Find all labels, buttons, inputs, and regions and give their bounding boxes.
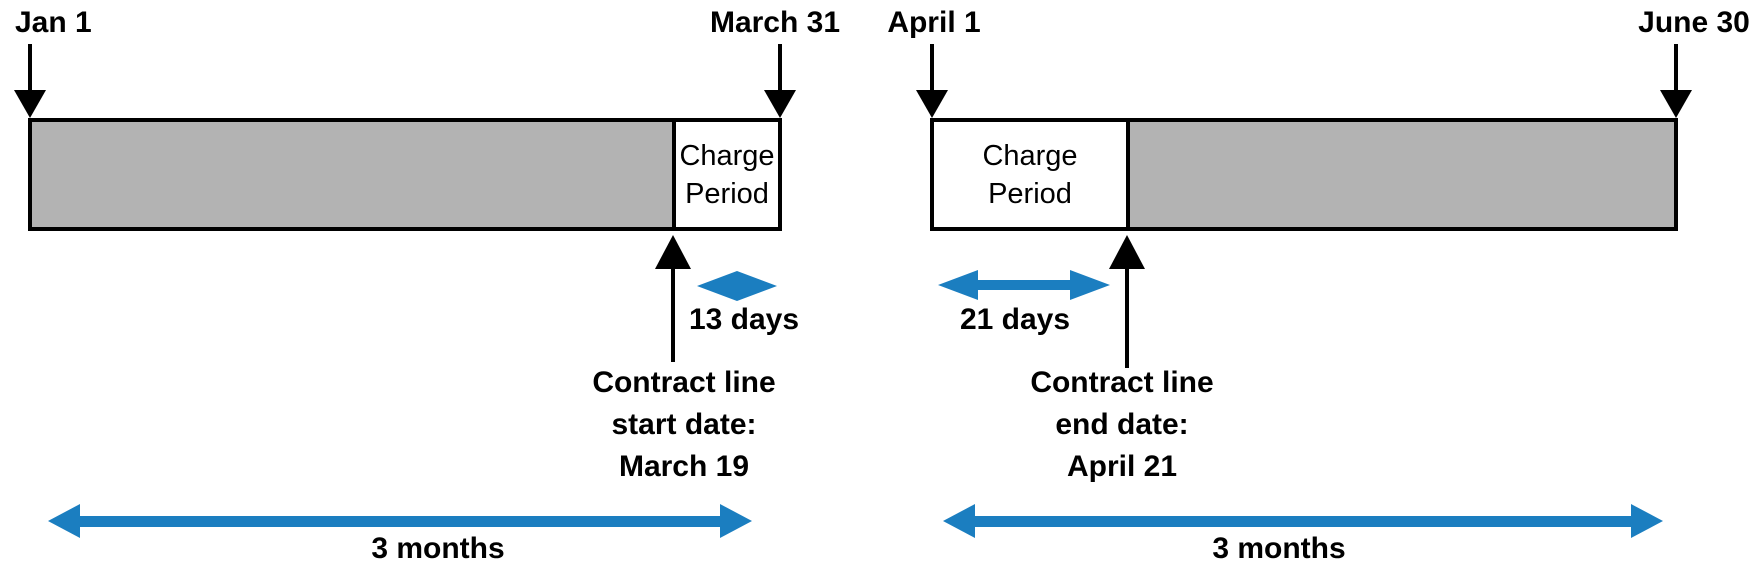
period-start-arrow-icon (916, 44, 948, 118)
arrow-head (655, 235, 691, 269)
arrow-stem (778, 44, 782, 90)
period-end-arrow-icon (764, 44, 796, 118)
arrow-head (1660, 90, 1692, 118)
total-duration-arrow-icon (943, 504, 1663, 538)
arrow-stem (1125, 269, 1129, 368)
arrow-head-right (1070, 270, 1110, 300)
segment-divider (1126, 122, 1130, 227)
arrow-shaft (978, 280, 1070, 290)
arrow-shaft (975, 515, 1631, 527)
contract-date-annotation: Contract line start date: March 19 (592, 366, 776, 483)
period-end-arrow-icon (1660, 44, 1692, 118)
period-bar: Charge Period (28, 118, 782, 231)
arrow-head-right (737, 271, 777, 301)
arrow-head (1109, 235, 1145, 269)
period-start-date-label: April 1 (887, 6, 981, 39)
non-charge-segment (32, 122, 672, 227)
charge-duration-label: 13 days (688, 303, 800, 336)
charge-period-segment: Charge Period (676, 122, 778, 227)
arrow-head-left (938, 270, 978, 300)
arrow-head-left (943, 504, 975, 538)
contract-start-pointer-icon (655, 235, 691, 362)
total-duration-arrow-icon (48, 504, 752, 538)
charge-duration-arrow-icon (938, 270, 1110, 300)
period-end-date-label: March 31 (709, 6, 841, 39)
contract-date-annotation: Contract line end date: April 21 (1030, 366, 1214, 483)
arrow-shaft (80, 515, 720, 527)
arrow-stem (28, 44, 32, 90)
arrow-head-right (720, 504, 752, 538)
arrow-stem (1674, 44, 1678, 90)
charge-duration-arrow-icon (697, 271, 777, 301)
total-duration-label: 3 months (1212, 532, 1346, 565)
period-bar: Charge Period (930, 118, 1678, 231)
arrow-head (14, 90, 46, 118)
period-start-date-label: Jan 1 (15, 6, 92, 39)
arrow-head-left (697, 271, 737, 301)
arrow-head-left (48, 504, 80, 538)
arrow-stem (671, 269, 675, 362)
charge-duration-label: 21 days (959, 303, 1071, 336)
arrow-stem (930, 44, 934, 90)
contract-end-pointer-icon (1109, 235, 1145, 368)
period-end-date-label: June 30 (1638, 6, 1750, 39)
period-start-arrow-icon (14, 44, 46, 118)
non-charge-segment (1130, 122, 1674, 227)
arrow-head (764, 90, 796, 118)
charge-period-segment: Charge Period (934, 122, 1126, 227)
total-duration-label: 3 months (371, 532, 505, 565)
arrow-head (916, 90, 948, 118)
arrow-head-right (1631, 504, 1663, 538)
segment-divider (672, 122, 676, 227)
